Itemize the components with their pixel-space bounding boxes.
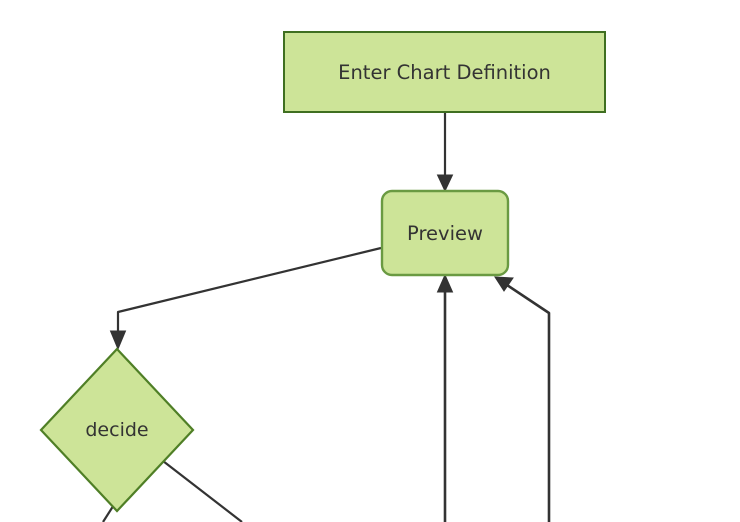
node-enter-chart-definition[interactable]: [283, 31, 606, 113]
arrowhead-icon: [494, 276, 514, 292]
edge-enter-to-preview: [436, 113, 454, 193]
edge-preview-to-decide: [109, 246, 382, 351]
node-decide[interactable]: [39, 347, 195, 513]
edge-line: [503, 281, 551, 522]
edge-bottom-center-to-preview: [436, 273, 454, 522]
edge-line: [162, 460, 243, 522]
arrowhead-icon: [109, 330, 127, 351]
edge-bottom-right-to-preview: [494, 276, 551, 522]
arrowhead-icon: [436, 273, 454, 293]
node-preview[interactable]: [380, 189, 510, 277]
edge-decide-bottom-right: [162, 460, 243, 522]
arrowhead-icon: [436, 174, 454, 193]
edge-line: [116, 246, 382, 338]
